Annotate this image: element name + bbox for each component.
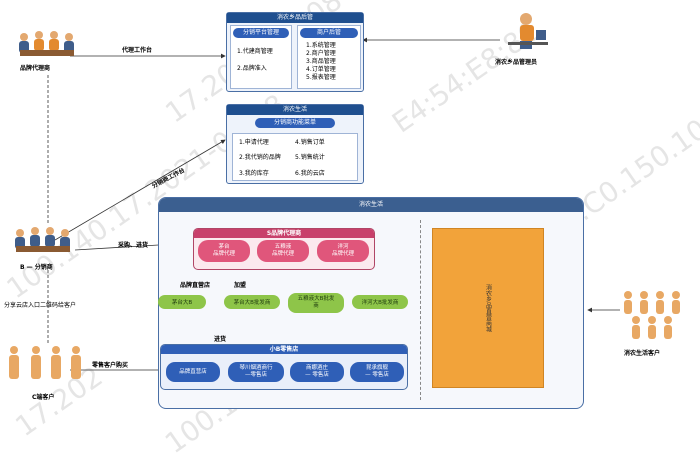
meeting-people-icon <box>15 227 70 252</box>
label-join: 加盟 <box>234 282 247 289</box>
b-header: 小B零售店 <box>161 345 407 354</box>
card-item: 4.订单管理 <box>306 66 336 73</box>
direct-mall-label: 消农乡品直营商城 <box>484 284 492 332</box>
panel-title: 消农生活 <box>227 105 363 115</box>
card-item: 3.商品管理 <box>306 58 336 65</box>
admin-panel-title: 消农乡品后管 <box>227 13 363 23</box>
b-item-yanghe-wholesale: 洋河大B批发商 <box>352 295 408 309</box>
edge-label-purchase: 采购、进货 <box>118 242 149 249</box>
s-item-moutai: 茅台 品牌代理 <box>198 240 250 262</box>
admin-actor: 消农乡品管理员 <box>490 12 560 72</box>
s-item-yanghe: 洋河 品牌代理 <box>317 240 369 262</box>
card-item: 1.系统管理 <box>306 42 336 49</box>
panel-title: 消农生活 <box>159 198 583 212</box>
customers-icon <box>9 346 81 379</box>
customers-icon <box>624 291 680 339</box>
shop-label: 昆承旗舰 — 零售店 <box>365 365 389 378</box>
shop-kuncheng: 昆承旗舰 — 零售店 <box>350 362 404 382</box>
card-title: 商户后管 <box>300 28 358 38</box>
menu-title: 分销商功能菜单 <box>255 118 335 128</box>
shop-qinchuan: 琴川烟酒商行 —零售店 <box>228 362 284 382</box>
actor-label: 消农乡品管理员 <box>495 59 538 66</box>
menu-item: 5.销售统计 <box>295 154 325 162</box>
card-title: 分销平台管理 <box>233 28 289 38</box>
admin-user-icon <box>508 13 548 49</box>
menu-item: 6.我的云店 <box>295 169 325 177</box>
shop-brand-direct: 品牌直营店 <box>166 362 220 382</box>
separator <box>420 220 421 400</box>
actor-label: C端客户 <box>32 394 55 401</box>
b-item-label: 茅台大B <box>171 300 193 306</box>
shop-label: 琴川烟酒商行 —零售店 <box>239 365 273 378</box>
c-customer-actor: C端客户 <box>4 345 84 405</box>
shop-shangna: 商娜酒庄 — 零售店 <box>290 362 344 382</box>
direct-mall-box: 消农乡品直营商城 <box>432 228 544 388</box>
b-item-label: 洋河大B批发商 <box>361 300 399 306</box>
distribution-platform-card: 分销平台管理 1.代建商管理 2.品牌准入 <box>230 25 292 89</box>
life-customer-actor: 消农生活客户 <box>616 290 696 360</box>
actor-label: 品牌代理商 <box>20 65 51 72</box>
menu-item: 1.申请代理 <box>239 139 269 146</box>
admin-panel: 消农乡品后管 分销平台管理 1.代建商管理 2.品牌准入 商户后管 1.系统管理… <box>226 12 364 92</box>
meeting-people-icon <box>19 31 74 56</box>
card-item: 5.报表管理 <box>306 74 336 81</box>
b-item-moutai: 茅台大B <box>158 295 206 309</box>
edge-label-agent-workbench: 代理工作台 <box>122 47 153 54</box>
merchant-admin-card: 商户后管 1.系统管理 2.商户管理 3.商品管理 4.订单管理 5.报表管理 <box>297 25 361 89</box>
distributor-note: 分享云店入口二维码给客户 <box>4 302 77 309</box>
card-item: 2.品牌准入 <box>237 65 267 72</box>
b-item-label: 五粮液大B批发 商 <box>297 296 335 309</box>
menu-item: 2.我代销的品牌 <box>239 154 281 162</box>
card-item: 2.商户管理 <box>306 50 336 57</box>
distributor-menu-panel: 消农生活 分销商功能菜单 1.申请代理 4.销售订单 2.我代销的品牌 5.销售… <box>226 104 364 184</box>
s-header: S品牌代理商 <box>194 229 374 238</box>
actor-label: 消农生活客户 <box>624 350 661 357</box>
s-item-label: 五粮液 品牌代理 <box>271 244 294 257</box>
menu-items: 1.申请代理 4.销售订单 2.我代销的品牌 5.销售统计 3.我的库存 6.我… <box>232 133 358 181</box>
b-item-moutai-wholesale: 茅台大B批发商 <box>224 295 280 309</box>
menu-item: 3.我的库存 <box>239 169 269 177</box>
menu-item: 4.销售订单 <box>295 139 325 146</box>
label-supply: 进货 <box>214 336 227 343</box>
s-item-label: 洋河 品牌代理 <box>331 244 354 257</box>
edge-label-retail-buy: 零售客户购买 <box>92 362 129 369</box>
b-item-label: 茅台大B批发商 <box>233 300 271 306</box>
s-item-label: 茅台 品牌代理 <box>212 244 235 257</box>
distributor-actor: B — 分销商 <box>8 226 78 272</box>
s-item-wuliangye: 五粮液 品牌代理 <box>257 240 309 262</box>
actor-label: B — 分销商 <box>20 264 53 271</box>
shop-label: 商娜酒庄 — 零售店 <box>305 365 329 378</box>
card-item: 1.代建商管理 <box>237 48 273 55</box>
brand-agent-actor: 品牌代理商 <box>12 30 82 75</box>
label-direct-store: 品牌直营店 <box>180 282 211 289</box>
b-item-wuliangye-wholesale: 五粮液大B批发 商 <box>288 293 344 313</box>
shop-label: 品牌直营店 <box>179 368 207 375</box>
